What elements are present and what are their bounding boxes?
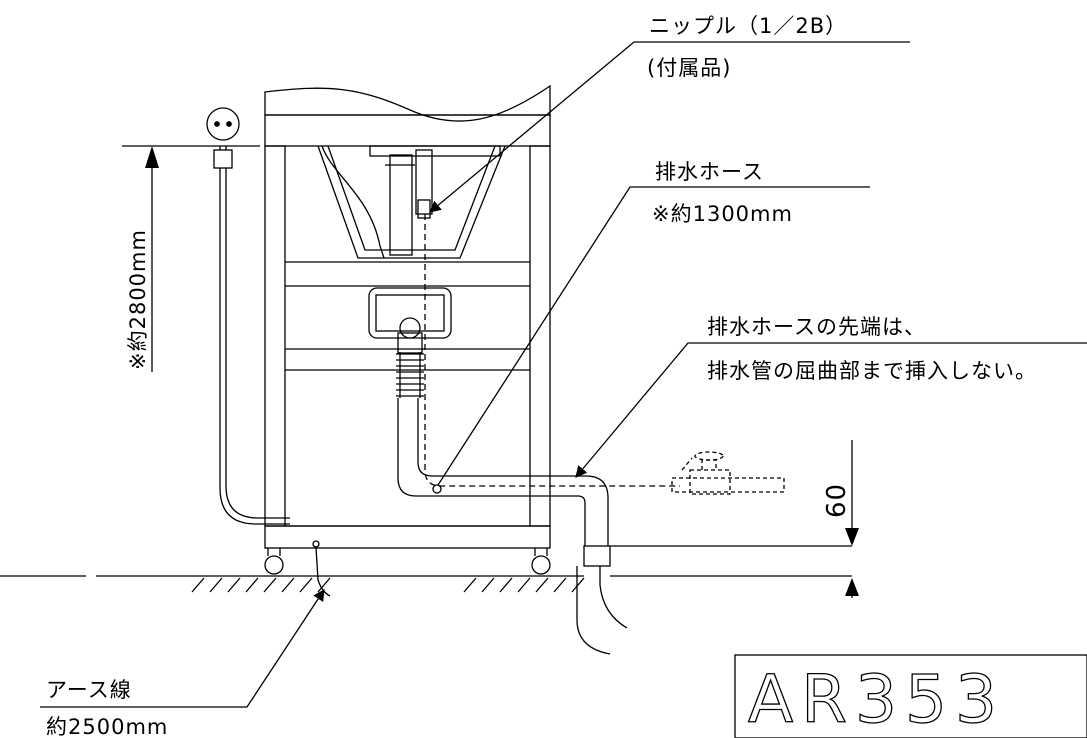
- earth-wire-label: アース線: [46, 678, 132, 702]
- caster-right: [531, 555, 551, 575]
- countertop: [264, 84, 551, 122]
- power-cord: [213, 146, 290, 525]
- drain-tip-line1: 排水ホースの先端は、: [707, 315, 926, 339]
- sink-unit: [264, 84, 680, 575]
- leader-nipple: [429, 41, 910, 213]
- height-dimension-label: ※約2800mm: [126, 229, 150, 370]
- basin: [317, 145, 506, 259]
- earth-wire: [312, 540, 331, 597]
- water-valve: [671, 451, 785, 495]
- leader-drain-hose: [437, 186, 870, 486]
- floor-hatching: [191, 577, 585, 593]
- arrow-up-60: [845, 578, 859, 596]
- nipple-note: (付属品): [647, 56, 731, 80]
- arrow-up-2800: [145, 146, 159, 168]
- hidden-pipe: [424, 214, 680, 487]
- arrow-down-60: [845, 528, 859, 546]
- right-leg: [529, 145, 551, 527]
- left-leg: [264, 145, 286, 527]
- hose-corrugation: [396, 352, 424, 398]
- drain-hose-label: 排水ホース: [655, 160, 764, 184]
- earth-wire-length: 約2500mm: [46, 715, 168, 738]
- power-outlet: [206, 107, 240, 141]
- leader-drain-tip: [575, 342, 1087, 478]
- model-box: [734, 654, 1087, 738]
- caster-left: [264, 555, 284, 575]
- drain-hose: [397, 398, 586, 546]
- model-number: AR353: [748, 661, 1005, 738]
- nipple-label: ニップル（1／2B）: [649, 14, 847, 38]
- height-dimension: [122, 145, 260, 372]
- floor: [0, 575, 852, 593]
- drain-hose-length: ※約1300mm: [652, 202, 793, 226]
- drain-tip-line2: 排水管の屈曲部まで挿入しない。: [707, 359, 1037, 383]
- dim-60-label: 60: [822, 483, 852, 518]
- drain-pipe: [576, 545, 852, 655]
- leader-earth-wire: [40, 589, 325, 708]
